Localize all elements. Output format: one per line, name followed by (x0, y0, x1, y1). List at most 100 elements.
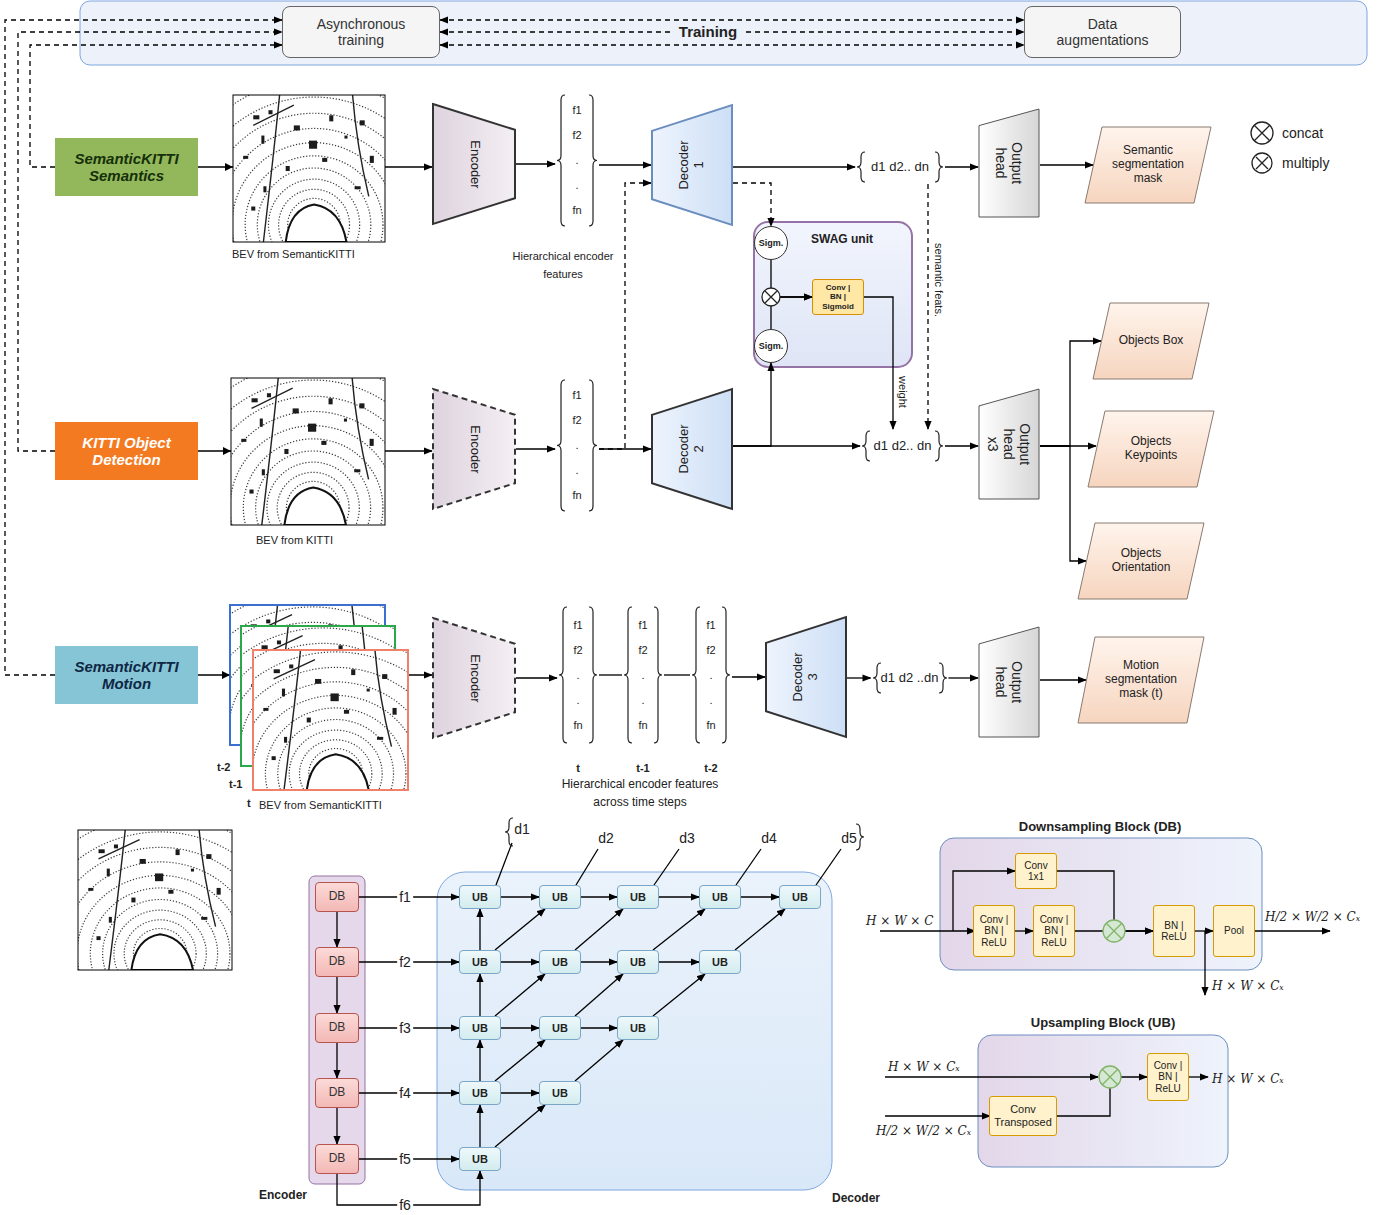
encoder-trapezoid: Encoder (432, 103, 516, 225)
dataset-box: SemanticKITTI Semantics (55, 138, 198, 196)
upsampling-block: UB (539, 1016, 581, 1040)
heading-wrap: Decoder (832, 1188, 880, 1206)
leader-line (576, 849, 598, 885)
bev-image (13, 80, 483, 1092)
outline (433, 389, 515, 509)
label-wrap: H/2 × W/2 × Cₓ (1265, 907, 1360, 925)
node-label: UB (472, 891, 488, 904)
group-ground (940, 838, 1262, 970)
group-band: TrainingAsynchronous trainingData augmen… (80, 1, 1367, 65)
node-label: Data augmentations (1047, 16, 1159, 48)
upsampling-block: UB (617, 1016, 659, 1040)
node-label: Conv | BN | ReLU (1151, 1060, 1185, 1095)
decoration (1103, 920, 1125, 942)
brace (654, 607, 662, 743)
connector (948, 677, 978, 678)
feature-bracket: f1 f2 . . fn (690, 605, 732, 745)
label-wrap: H × W × Cₓ (1212, 976, 1284, 994)
group-ground (978, 1035, 1228, 1167)
downsampling-block: DB (315, 882, 359, 912)
concat-symbol (1099, 920, 1125, 1088)
downsampling-block: DB (315, 1013, 359, 1043)
node-label: UB (792, 891, 808, 904)
group-ground (80, 1, 1367, 65)
node-label: Objects Orientation (1099, 547, 1183, 575)
upsampling-block: UB (459, 1147, 501, 1171)
node-label: Conv | BN | ReLU (1037, 914, 1071, 949)
node-label: Encoder (467, 140, 482, 188)
connector (1040, 164, 1093, 165)
feature-bracket: f1 f2 . . fn (557, 605, 599, 745)
node-label: Objects Keypoints (1109, 435, 1193, 463)
connector (741, 896, 779, 897)
node-label: Encoder (467, 654, 482, 702)
outline (1078, 523, 1204, 599)
heading-wrap: Downsampling Block (DB) (1019, 817, 1182, 835)
upsampling-block: UB (699, 950, 741, 974)
feature-bracket: d1 d2.. dn (855, 150, 945, 184)
output-brace (505, 818, 864, 850)
node-label: Motion segmentation mask (t) (1099, 659, 1183, 700)
caption-label: BEV from SemanticKITTI (232, 248, 355, 260)
connector (495, 1040, 545, 1081)
encoder-group: EncoderDBDBDBDBDB (309, 876, 365, 1184)
connector (1040, 679, 1086, 680)
edge-label-wrap: f4 (397, 1084, 413, 1102)
edge-label: weight (897, 376, 909, 408)
node-label: Asynchronous training (305, 16, 417, 48)
decoration (1106, 923, 1122, 939)
outline (652, 105, 732, 225)
caption-label: BEV from KITTI (256, 534, 333, 546)
feature-bracket: f1 f2 . . fn (555, 378, 599, 513)
connector (501, 1027, 539, 1028)
group-ground (754, 222, 912, 367)
outline (766, 617, 846, 737)
caption-label: d4 (761, 830, 777, 846)
connector (516, 677, 557, 678)
sigmoid-circle: Sigm. (754, 226, 788, 260)
node-label: Encoder (467, 425, 482, 473)
edge-label: f1 (397, 889, 413, 905)
sigmoid-circle: Sigm. (754, 329, 788, 363)
decoder-trapezoid: Decoder 2 (651, 388, 733, 510)
node-label: Pool (1217, 925, 1251, 937)
output-wire (1250, 930, 1330, 931)
caption-label: t-1 (229, 778, 242, 790)
outline (1085, 127, 1211, 203)
caption-label: d5 (841, 830, 857, 846)
caption-label: t (576, 762, 580, 774)
node-label: UB (472, 1022, 488, 1035)
outline (433, 104, 515, 224)
brace (557, 95, 565, 226)
label-wrap: t-1 (229, 774, 242, 792)
heading: Decoder (832, 1191, 880, 1205)
arrowheads (222, 163, 233, 679)
caption-label: t-1 (636, 762, 649, 774)
label-wrap: Hierarchical encoder features across tim… (550, 774, 730, 810)
edge-label-wrap: f5 (397, 1150, 413, 1168)
decoder-trapezoid: Decoder 1 (651, 104, 733, 226)
image-frame (78, 830, 232, 970)
connector (945, 166, 978, 167)
connector (735, 909, 785, 950)
output-parallelogram: Objects Keypoints (1087, 410, 1215, 488)
connector (653, 974, 705, 1016)
edge-label-wrap: f2 (397, 953, 413, 971)
output-parallelogram: Objects Box (1092, 302, 1210, 380)
decoration (856, 824, 864, 850)
heading-wrap: Encoder (259, 1185, 307, 1203)
downsampling-block: DB (315, 1144, 359, 1174)
node-label: Conv | BN | ReLU (977, 914, 1011, 949)
brace (692, 607, 700, 743)
node-label: Semantic segmentation mask (1106, 144, 1190, 185)
outline (1088, 411, 1214, 487)
bev-image (13, 816, 307, 1092)
label-wrap: t-2 (704, 758, 717, 776)
node-label: Decoder 2 (677, 423, 707, 475)
connector (581, 961, 617, 962)
leader-line (736, 849, 761, 885)
edge-label-wrap: semantic feats. (931, 243, 949, 317)
decoration (1102, 1069, 1118, 1085)
node-label: Decoder 1 (677, 139, 707, 191)
